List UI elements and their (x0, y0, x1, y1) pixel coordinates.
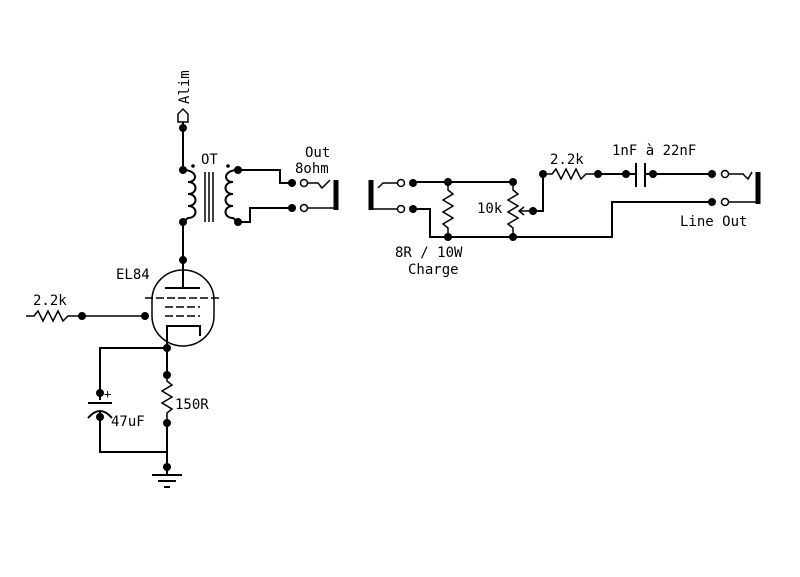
line-out-jack: Line Out (680, 169, 761, 230)
output-label: Out (305, 145, 330, 161)
output-impedance-label: 8ohm (295, 161, 329, 177)
transformer-label: OT (201, 152, 218, 168)
output-transformer: OT (179, 152, 242, 226)
cathode-network: + 47uF 150R (87, 344, 209, 475)
input-jack (368, 178, 417, 214)
supply-label: Alim (177, 70, 193, 104)
cathode-resistor-label: 150R (175, 397, 209, 413)
tube-label: EL84 (116, 267, 150, 283)
series-resistor-label: 2.2k (550, 152, 584, 168)
pot-label: 10k (477, 201, 503, 217)
grid-resistor: 2.2k (26, 293, 149, 323)
ground-icon (152, 474, 182, 488)
el84-tube: EL84 (116, 222, 222, 350)
speaker-output-jack: Out 8ohm (238, 145, 339, 223)
coupling-cap-label: 1nF à 22nF (612, 143, 696, 159)
supply-terminal: Alim (177, 70, 193, 170)
cap-polarity-label: + (104, 387, 111, 401)
cathode-cap-label: 47uF (111, 414, 145, 430)
line-out-label: Line Out (680, 214, 747, 230)
grid-resistor-label: 2.2k (33, 293, 67, 309)
load-name-label: Charge (408, 262, 459, 278)
load-value-label: 8R / 10W (395, 245, 463, 261)
series-rc: 2.2k 1nF à 22nF (539, 143, 712, 187)
load-and-pot: 8R / 10W Charge 10k (395, 174, 712, 278)
